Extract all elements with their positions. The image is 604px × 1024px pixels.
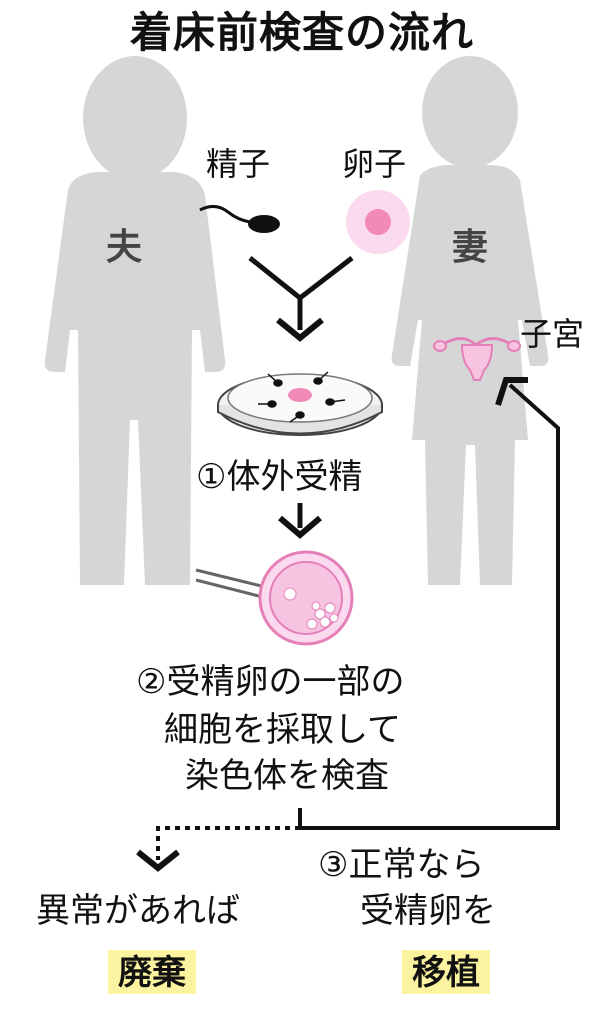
- step-1-number: ①: [196, 457, 227, 497]
- step-1: ①体外受精: [196, 460, 362, 494]
- merge-arrow: [248, 256, 354, 342]
- discard-path: [136, 808, 302, 872]
- husband-figure: [44, 56, 226, 585]
- step-3-line-2: 受精卵を: [360, 891, 496, 931]
- egg-label: 卵子: [342, 145, 407, 183]
- uterus-label: 子宮: [520, 315, 585, 353]
- petri-dish-icon: [217, 371, 383, 436]
- transfer-path: [300, 377, 560, 830]
- sperm-label: 精子: [206, 145, 271, 183]
- arrow-down-1: [278, 503, 322, 539]
- step-1-text: 体外受精: [226, 457, 363, 497]
- wife-figure: [391, 56, 549, 585]
- sperm-icon: [199, 205, 280, 233]
- abnormal-text: 異常があれば: [36, 891, 240, 931]
- transfer-badge: 移植: [402, 950, 490, 994]
- step-2-line-3: 染色体を検査: [185, 756, 389, 796]
- page-title: 着床前検査の流れ: [129, 8, 474, 57]
- uterus-icon: [433, 337, 521, 381]
- wife-label: 妻: [452, 227, 489, 268]
- egg-icon: [346, 190, 410, 254]
- embryo-biopsy-icon: [195, 550, 354, 646]
- step-3-number: ③: [318, 845, 349, 885]
- step-2-line-2: 細胞を採取して: [164, 710, 401, 750]
- step-2-number: ②: [136, 662, 167, 702]
- discard-badge: 廃棄: [108, 950, 196, 994]
- step-3-line-1: ③正常なら: [318, 845, 485, 885]
- husband-label: 夫: [106, 227, 143, 268]
- step-2-line-1: ②受精卵の一部の: [136, 662, 405, 702]
